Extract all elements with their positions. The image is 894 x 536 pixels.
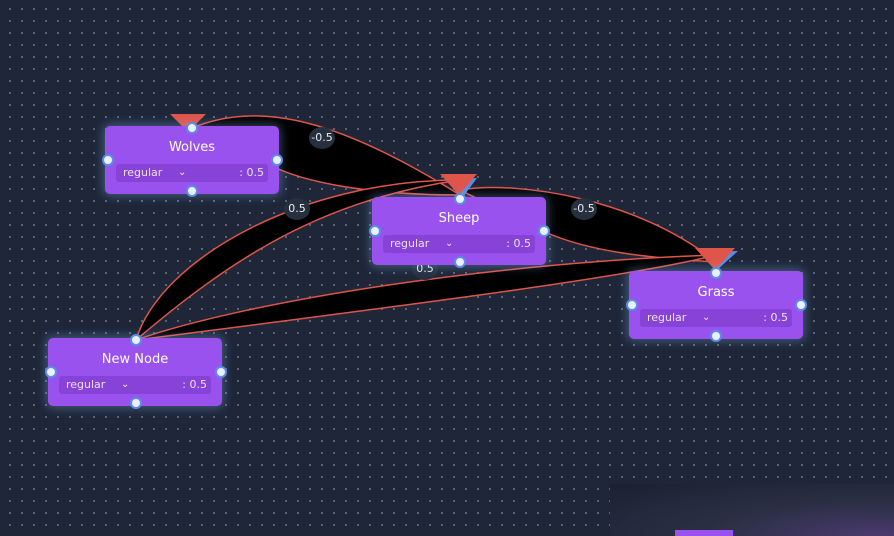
node-type-value: regular [390, 237, 430, 250]
port-left[interactable] [626, 299, 638, 311]
port-top[interactable] [454, 193, 466, 205]
node-weight: : 0.5 [506, 237, 531, 250]
chevron-down-icon: ⌄ [178, 167, 187, 178]
node-type-value: regular [123, 166, 163, 179]
node-title: New Node [101, 352, 169, 367]
chevron-down-icon: ⌄ [121, 379, 130, 390]
port-top[interactable] [130, 334, 142, 346]
edge-weight-label[interactable]: -0.5 [571, 198, 597, 220]
chevron-down-icon: ⌄ [445, 238, 454, 249]
minimap[interactable] [610, 484, 894, 536]
node-title: Grass [697, 285, 735, 300]
node-type-dropdown[interactable]: regular ⌄ : 0.5 [116, 164, 268, 182]
arrowhead-icon [440, 174, 477, 195]
port-right[interactable] [215, 366, 227, 378]
node-weight: : 0.5 [182, 378, 207, 391]
node-type-dropdown[interactable]: regular ⌄ : 0.5 [383, 235, 535, 253]
port-right[interactable] [538, 225, 550, 237]
node-new-node[interactable]: New Node regular ⌄ : 0.5 [48, 338, 222, 406]
port-bottom[interactable] [454, 256, 466, 268]
node-weight: : 0.5 [239, 166, 264, 179]
edge-weight-label[interactable]: 0.5 [284, 198, 310, 220]
node-wolves[interactable]: Wolves regular ⌄ : 0.5 [105, 126, 279, 194]
edge-weight-label[interactable]: -0.5 [309, 127, 335, 149]
arrowhead-icon [695, 248, 735, 270]
port-bottom[interactable] [186, 185, 198, 197]
port-bottom[interactable] [710, 330, 722, 342]
port-left[interactable] [369, 225, 381, 237]
port-left[interactable] [102, 154, 114, 166]
node-grass[interactable]: Grass regular ⌄ : 0.5 [629, 271, 803, 339]
port-left[interactable] [45, 366, 57, 378]
node-title: Wolves [168, 140, 216, 155]
node-type-value: regular [647, 311, 687, 324]
port-right[interactable] [271, 154, 283, 166]
port-top[interactable] [710, 267, 722, 279]
node-title: Sheep [438, 211, 480, 226]
port-top[interactable] [186, 122, 198, 134]
chevron-down-icon: ⌄ [702, 312, 711, 323]
node-sheep[interactable]: Sheep regular ⌄ : 0.5 [372, 197, 546, 265]
node-weight: : 0.5 [763, 311, 788, 324]
node-type-dropdown[interactable]: regular ⌄ : 0.5 [640, 309, 792, 327]
minimap-node [675, 530, 733, 536]
node-type-dropdown[interactable]: regular ⌄ : 0.5 [59, 376, 211, 394]
node-type-value: regular [66, 378, 106, 391]
port-right[interactable] [795, 299, 807, 311]
port-bottom[interactable] [130, 397, 142, 409]
